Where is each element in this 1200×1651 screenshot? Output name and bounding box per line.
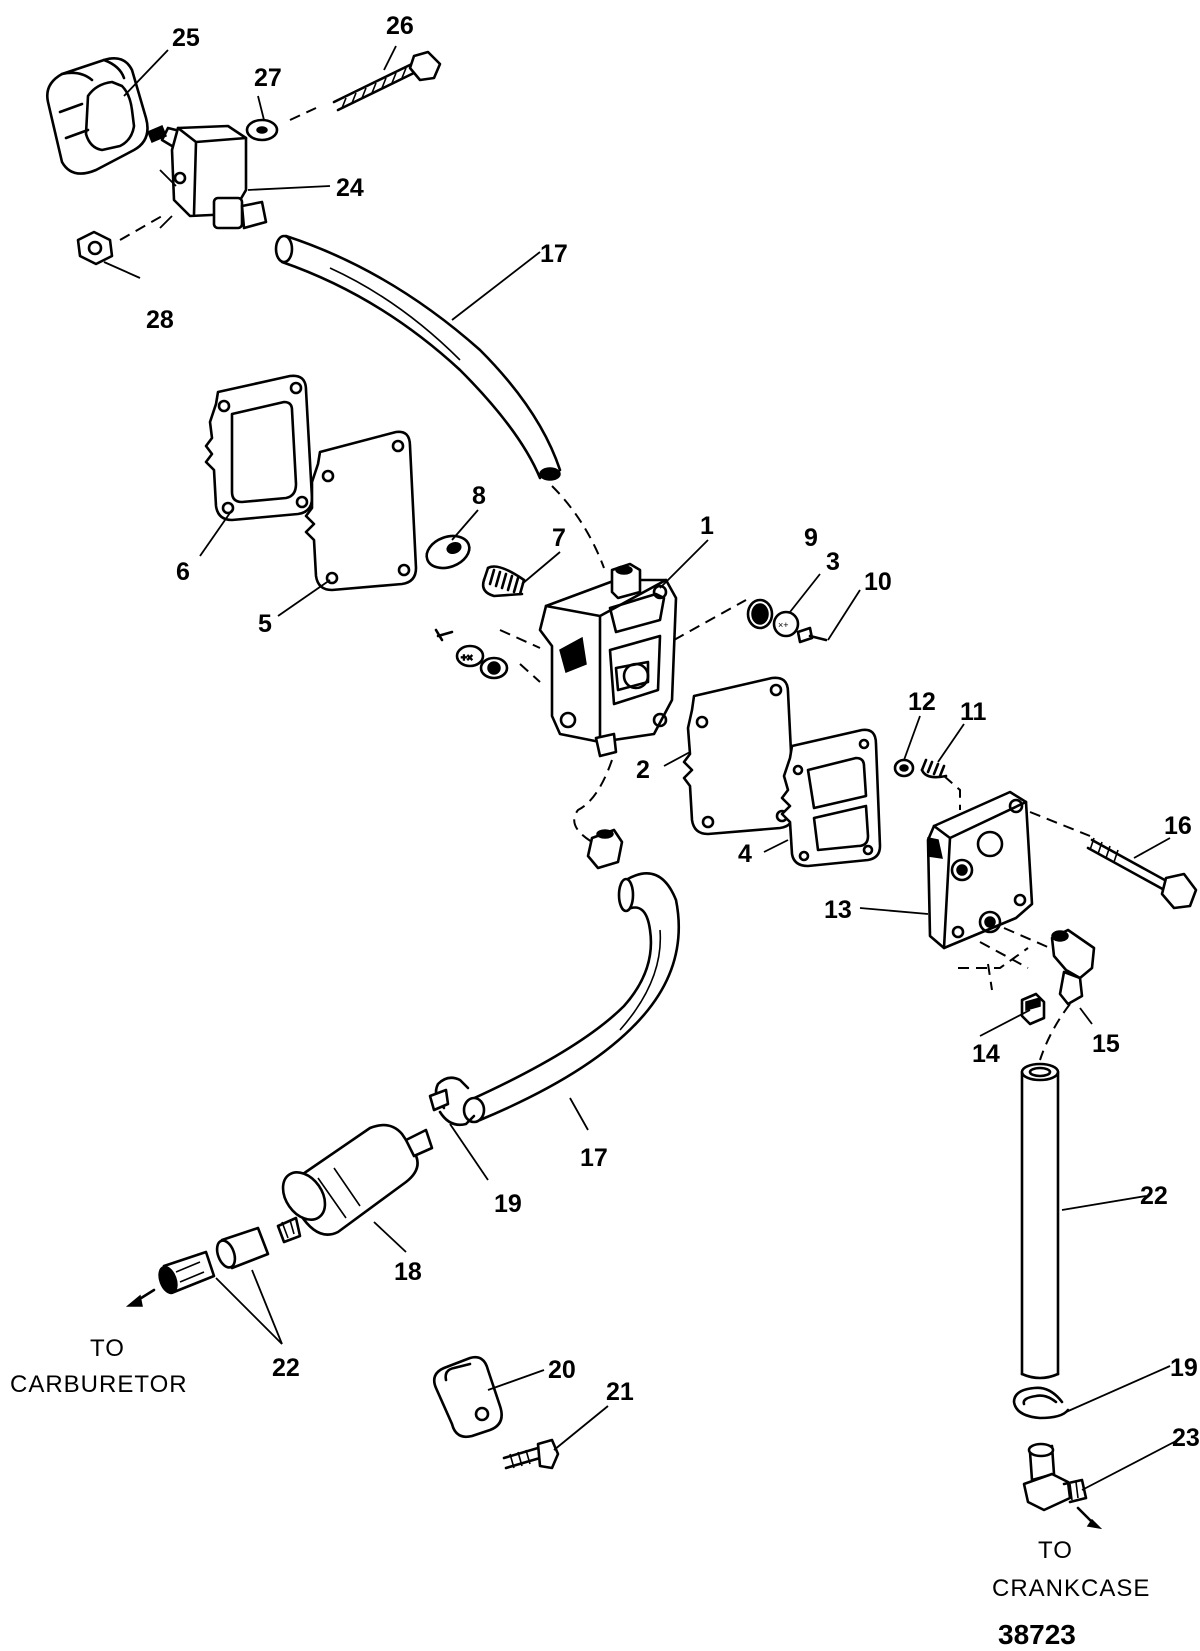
callout-26: 26 <box>386 12 414 40</box>
callout-1: 1 <box>700 512 714 540</box>
to-carburetor-line2: CARBURETOR <box>10 1371 188 1398</box>
part-2-diaphragm <box>682 676 796 836</box>
part-20-clip <box>432 1355 503 1439</box>
part-7-spring <box>481 565 526 598</box>
callout-27: 27 <box>254 64 282 92</box>
part-23-elbow <box>1022 1442 1103 1530</box>
callout-22-left: 22 <box>272 1354 300 1382</box>
to-carburetor-line1: TO <box>90 1335 125 1362</box>
part-10-screw <box>796 626 828 644</box>
part-15-elbow <box>1050 928 1096 1006</box>
callout-9: 9 <box>804 524 818 552</box>
callout-17-lower: 17 <box>580 1144 608 1172</box>
callout-18: 18 <box>394 1258 422 1286</box>
part-14-plug <box>1020 992 1046 1026</box>
callout-24: 24 <box>336 174 364 202</box>
part-3-valve: ×+ <box>772 610 800 638</box>
part-22-carb-hoses <box>125 1226 270 1307</box>
callout-23: 23 <box>1172 1424 1200 1452</box>
part-28-nut <box>76 230 114 266</box>
part-11-spring <box>920 758 948 779</box>
part-26-screw <box>332 50 442 112</box>
part-22-crankcase-hose <box>1020 1062 1060 1380</box>
to-crankcase-line2: CRANKCASE <box>992 1575 1150 1602</box>
callout-20: 20 <box>548 1356 576 1384</box>
part-9-screen <box>746 598 774 630</box>
svg-text:×+: ×+ <box>778 620 789 630</box>
callout-11: 11 <box>960 698 987 726</box>
callout-19-right: 19 <box>1170 1354 1198 1382</box>
part-16-bolt <box>1086 837 1198 910</box>
part-13-pump-cover <box>926 790 1034 950</box>
svg-text:+×: +× <box>461 653 473 664</box>
callout-14: 14 <box>972 1040 1000 1068</box>
part-19-clamp-right <box>1012 1386 1070 1420</box>
callout-19-left: 19 <box>494 1190 522 1218</box>
callout-25: 25 <box>172 24 200 52</box>
part-24-fuel-valve <box>147 124 268 230</box>
callout-2: 2 <box>636 756 650 784</box>
callout-28: 28 <box>146 306 174 334</box>
left-check-valve-parts: +× <box>434 628 509 680</box>
callout-3: 3 <box>826 548 840 576</box>
callout-17-upper: 17 <box>540 240 568 268</box>
part-8-disc <box>425 534 471 570</box>
part-19-clamp-left <box>428 1076 476 1127</box>
part-6-gasket <box>204 374 314 522</box>
leader-lines <box>103 45 1179 1491</box>
callout-22-right: 22 <box>1140 1182 1168 1210</box>
part-12-cap <box>893 758 915 778</box>
part-21-screw <box>502 1438 560 1470</box>
callout-5: 5 <box>258 610 272 638</box>
destination-labels: TO CARBURETOR TO CRANKCASE <box>10 1335 1150 1602</box>
callout-10: 10 <box>864 568 892 596</box>
callout-labels: 25 26 27 24 28 17 6 5 8 7 1 9 3 10 2 4 1… <box>146 12 1200 1452</box>
callout-16: 16 <box>1164 812 1192 840</box>
part-27-washer <box>245 118 279 142</box>
callout-6: 6 <box>176 558 190 586</box>
part-fitting-lower <box>586 828 624 870</box>
to-crankcase-line1: TO <box>1038 1537 1073 1564</box>
part-5-diaphragm <box>304 430 418 592</box>
callout-4: 4 <box>738 840 752 868</box>
callout-12: 12 <box>908 688 936 716</box>
part-1-pump-body <box>538 562 678 758</box>
part-17-upper-hose <box>274 234 562 481</box>
callout-13: 13 <box>824 896 852 924</box>
part-17-lower-hose <box>462 872 681 1124</box>
part-18-fuel-filter <box>276 1123 434 1244</box>
diagram-reference-number: 38723 <box>998 1619 1076 1650</box>
part-4-gasket <box>780 728 882 868</box>
callout-21: 21 <box>606 1378 634 1406</box>
callout-7: 7 <box>552 524 566 552</box>
callout-15: 15 <box>1092 1030 1120 1058</box>
part-25-rubber-mount <box>46 57 149 175</box>
callout-8: 8 <box>472 482 486 510</box>
